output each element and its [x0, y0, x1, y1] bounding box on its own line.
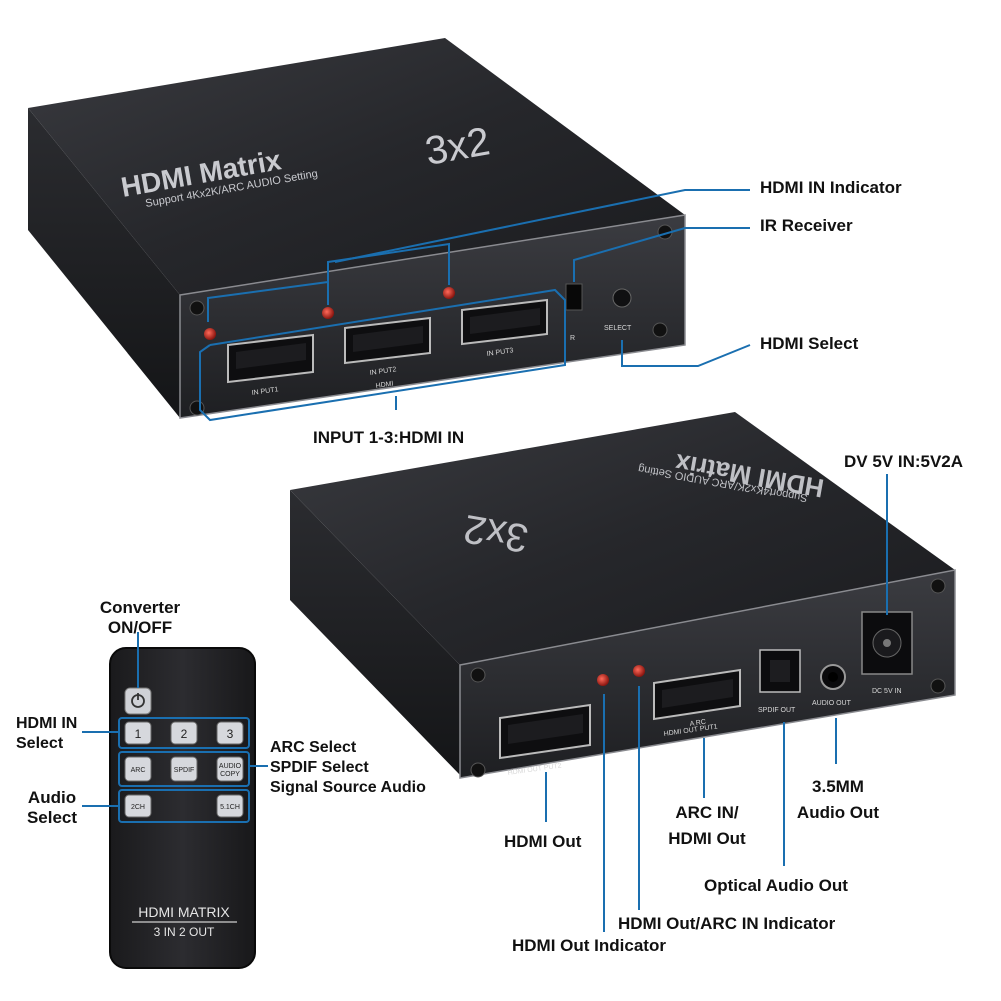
top-hdmi-label: HDMI	[375, 381, 394, 390]
ir-receiver-window	[565, 283, 583, 311]
label-arc-in-line1: ARC IN/	[675, 803, 739, 822]
label-arc-in: ARC IN/ HDMI Out	[652, 800, 762, 852]
label-3-5mm-line1: 3.5MM	[812, 777, 864, 796]
top-device	[28, 38, 686, 419]
remote-button-2ch-label: 2CH	[131, 804, 145, 811]
label-audio-select-line2: Select	[26, 808, 78, 827]
top-ir-label: R	[570, 335, 575, 342]
dc-power-port-pin	[883, 639, 891, 647]
remote-button-arc	[124, 756, 152, 782]
screw-icon	[930, 678, 946, 694]
remote-button-1	[124, 721, 152, 745]
bottom-dc-label: DC 5V IN	[872, 688, 902, 695]
led-indicator	[597, 674, 609, 686]
label-optical: Optical Audio Out	[704, 876, 848, 895]
led-indicator	[204, 328, 216, 340]
power-button	[124, 687, 152, 715]
remote-button-arc-label: ARC	[131, 767, 146, 774]
screw-icon	[930, 578, 946, 594]
remote-button-51ch	[216, 794, 244, 818]
led-indicator	[633, 665, 645, 677]
callout-line-hdmi-select	[621, 340, 751, 367]
remote-button-3-label: 3	[227, 727, 234, 741]
remote-button-51ch-label: 5.1CH	[220, 804, 240, 811]
select-button	[612, 288, 632, 308]
audio-jack-hole	[828, 672, 838, 682]
screw-icon	[470, 667, 486, 683]
label-audio-select-line1: Audio	[27, 788, 77, 807]
top-device-top	[28, 38, 685, 295]
label-hdmi-in-indicator: HDMI IN Indicator	[760, 178, 902, 197]
remote-button-audio-label: AUDIO	[219, 763, 242, 770]
top-port-label-1: IN PUT1	[251, 386, 279, 397]
hdmi-input-port-1	[227, 333, 314, 384]
remote-button-copy-label: COPY	[220, 771, 240, 778]
label-hdmi-in-select: HDMI IN Select	[16, 714, 77, 754]
led-indicator	[322, 307, 334, 319]
top-port-label-3: IN PUT3	[486, 347, 514, 358]
remote-button-2ch	[124, 794, 152, 818]
remote-button-2-label: 2	[181, 727, 188, 741]
label-hdmi-select: HDMI Select	[760, 334, 859, 353]
label-converter: Converter ON/OFF	[78, 598, 202, 638]
remote-button-1-label: 1	[135, 727, 142, 741]
bottom-device	[290, 412, 956, 779]
label-hdmi-in-select-line2: Select	[16, 735, 64, 752]
label-hdmi-out: HDMI Out	[504, 832, 582, 851]
callout-line-ir-receiver	[573, 227, 750, 282]
label-3-5mm-line2: Audio Out	[796, 803, 880, 822]
hdmi-input-port-2	[344, 316, 431, 365]
label-input: INPUT 1-3:HDMI IN	[313, 428, 465, 447]
callout-line-input-bracket	[199, 288, 566, 422]
label-arc-select: ARC Select	[270, 739, 357, 756]
top-device-side	[28, 108, 180, 418]
bottom-audio-label: AUDIO OUT	[812, 700, 852, 707]
hdmi-output-port-2	[499, 703, 591, 760]
callout-line-hdmi-in-indicator-3	[334, 189, 750, 263]
label-dc-in: DV 5V IN:5V2A	[844, 452, 964, 471]
remote-control: 1 2 3 ARC SPDIF AUDIO COPY 2CH 5.1CH HDM…	[109, 647, 256, 969]
remote-button-spdif-label: SPDIF	[174, 767, 195, 774]
top-select-label: SELECT	[604, 325, 632, 332]
label-out-indicator: HDMI Out Indicator	[512, 936, 666, 955]
label-converter-line2: ON/OFF	[107, 618, 173, 637]
label-hdmi-in-select-line1: HDMI IN	[16, 715, 78, 732]
remote-button-spdif	[170, 756, 198, 782]
label-signal-source: Signal Source Audio	[270, 779, 426, 796]
screw-icon	[189, 300, 205, 316]
remote-title: HDMI MATRIX	[138, 904, 230, 920]
bottom-device-side	[290, 490, 460, 775]
label-out-arc-indicator: HDMI Out/ARC IN Indicator	[618, 914, 836, 933]
led-indicator	[443, 287, 455, 299]
screw-icon	[470, 762, 486, 778]
callout-lines	[82, 189, 888, 932]
hdmi-input-port-3	[461, 298, 548, 346]
label-arc-in-line2: HDMI Out	[668, 829, 746, 848]
bottom-arc-label: A RC	[689, 719, 706, 728]
remote-button-2	[170, 721, 198, 745]
label-spdif-select: SPDIF Select	[270, 759, 369, 776]
bottom-spdif-label: SPDIF OUT	[758, 707, 796, 714]
callout-bracket-arc-spdif	[118, 751, 250, 787]
remote-button-audio-copy	[216, 756, 244, 782]
remote-subtitle: 3 IN 2 OUT	[154, 925, 215, 939]
remote-button-3	[216, 721, 244, 745]
label-ir-receiver: IR Receiver	[760, 216, 853, 235]
screw-icon	[652, 322, 668, 338]
hdmi-output-port-1	[653, 668, 741, 721]
spdif-port-inner	[770, 660, 790, 682]
label-audio-select: Audio Select	[14, 788, 90, 828]
label-3-5mm: 3.5MM Audio Out	[790, 774, 886, 826]
label-converter-line1: Converter	[99, 598, 181, 617]
top-port-label-2: IN PUT2	[369, 366, 397, 377]
